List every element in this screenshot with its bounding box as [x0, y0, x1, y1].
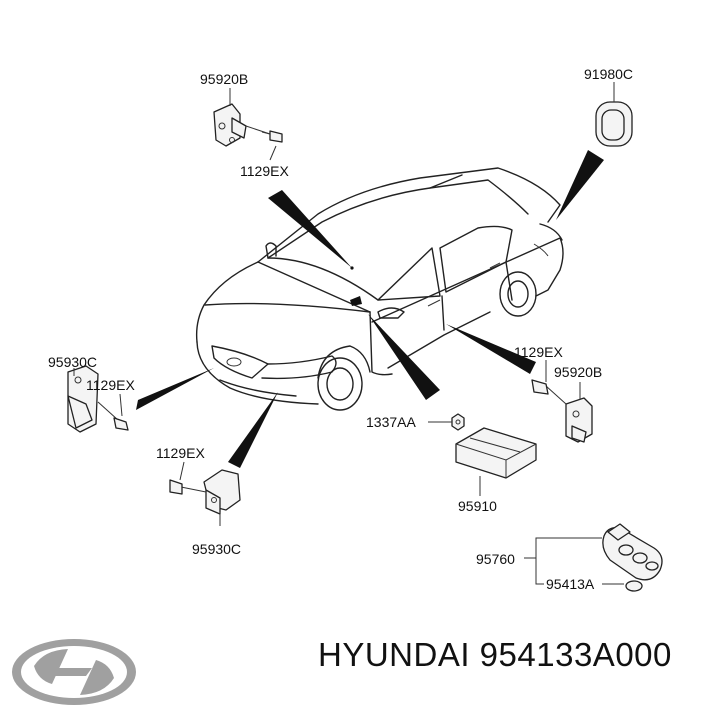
label-1129ex-right: 1129EX — [514, 344, 563, 360]
sensor-95920b-top — [213, 103, 283, 147]
label-95930c-bottom: 95930C — [192, 541, 241, 557]
pointer-wedges — [136, 150, 604, 468]
label-95930c-left: 95930C — [48, 354, 97, 370]
sensor-95930c-bottom — [169, 469, 241, 515]
part-number-caption: HYUNDAI 954133A000 — [318, 636, 672, 673]
label-1129ex-top: 1129EX — [240, 163, 289, 179]
sensor-95930c-left — [67, 365, 129, 433]
label-95910: 95910 — [458, 498, 497, 514]
label-95760: 95760 — [476, 551, 515, 567]
grommet-91980c — [595, 101, 633, 147]
label-1129ex-bottom: 1129EX — [156, 445, 205, 461]
part-labels: 95920B 1129EX 91980C 95930C 1129EX 1129E… — [48, 66, 633, 592]
label-95413a: 95413A — [546, 576, 595, 592]
hyundai-logo-icon — [12, 639, 136, 705]
leader-lines — [73, 82, 624, 585]
module-95910 — [455, 427, 537, 479]
nut-1337aa — [451, 413, 465, 431]
sensor-95920b-right — [531, 379, 593, 443]
battery-95413a — [625, 580, 643, 592]
label-1129ex-left: 1129EX — [86, 377, 135, 393]
label-95920b-top: 95920B — [200, 71, 248, 87]
label-91980c: 91980C — [584, 66, 633, 82]
label-1337aa: 1337AA — [366, 414, 416, 430]
car-illustration — [195, 167, 564, 411]
key-fob-95760 — [602, 523, 663, 581]
label-95920b-right: 95920B — [554, 364, 602, 380]
